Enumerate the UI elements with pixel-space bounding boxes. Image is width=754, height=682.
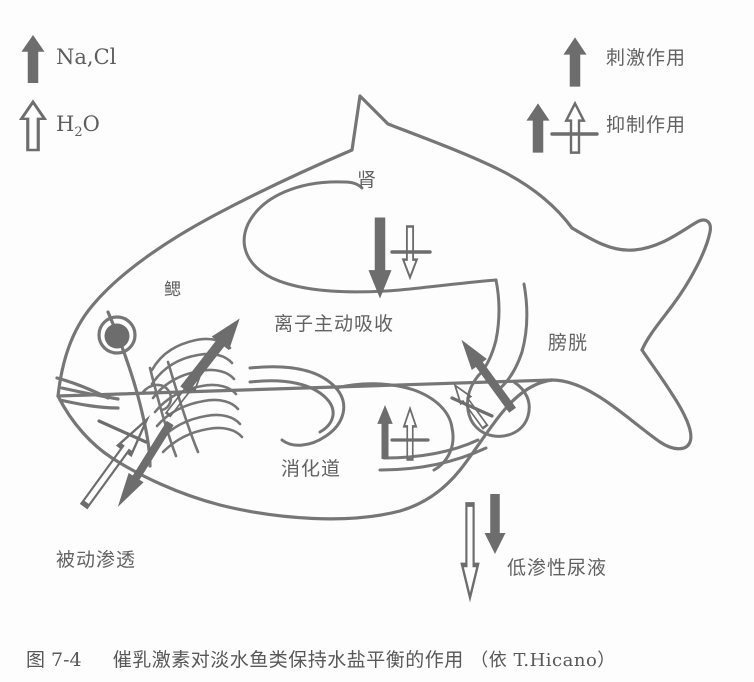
legend-h2o-label: H2O	[56, 112, 100, 141]
urine-arrows	[462, 494, 506, 598]
ion-active-uptake-label: 离子主动吸收	[274, 313, 395, 335]
legend-inhibit-label: 抑制作用	[606, 114, 687, 136]
gill-arrows	[162, 311, 249, 420]
caption-title: 催乳激素对淡水鱼类保持水盐平衡的作用	[112, 649, 464, 671]
body-surface-arrows	[79, 415, 178, 512]
kidney-label: 肾	[357, 169, 378, 191]
figure-caption: 图 7-4 催乳激素对淡水鱼类保持水盐平衡的作用 （依 T.Hicano）	[26, 645, 616, 672]
legend-right-arrows	[526, 37, 599, 154]
internal-organs-outline	[242, 180, 531, 472]
gut-arrows	[377, 405, 430, 461]
fish-body-outline	[55, 94, 712, 521]
caption-source: （依 T.Hicano）	[470, 650, 616, 671]
caption-index: 图 7-4	[26, 649, 82, 671]
legend-na-cl-label: Na,Cl	[56, 45, 117, 69]
fish-eye	[97, 315, 137, 355]
kidney-arrows	[368, 217, 432, 299]
hypotonic-urine-label: 低渗性尿液	[507, 557, 608, 579]
passive-osmosis-label: 被动渗透	[56, 549, 137, 571]
legend-left-arrows	[19, 35, 47, 152]
digestive-tract-label: 消化道	[281, 458, 342, 480]
bladder-label: 膀胱	[548, 332, 589, 354]
gill-label: 鳃	[164, 280, 182, 300]
bladder-arrows	[448, 334, 521, 432]
legend-stimulate-label: 刺激作用	[606, 47, 687, 69]
